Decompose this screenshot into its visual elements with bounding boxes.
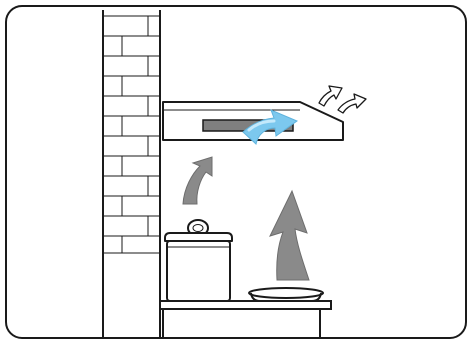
- airflow-arrow-icon: [242, 109, 299, 145]
- diagram-frame: [5, 5, 467, 339]
- brick-wall-icon: [102, 10, 161, 338]
- countertop-icon: [159, 300, 332, 338]
- countertop-surface: [159, 300, 332, 310]
- range-hood-icon: [162, 101, 344, 141]
- cabinet-front: [162, 309, 321, 338]
- exhaust-arrow-icon: [318, 85, 367, 114]
- steam-arrow-icon: [269, 189, 310, 281]
- pot-body: [166, 240, 231, 302]
- cooking-pot-icon: [164, 219, 233, 302]
- brick-courses: [103, 15, 160, 254]
- steam-arrow-icon: [182, 156, 213, 205]
- pot-lid: [164, 232, 233, 242]
